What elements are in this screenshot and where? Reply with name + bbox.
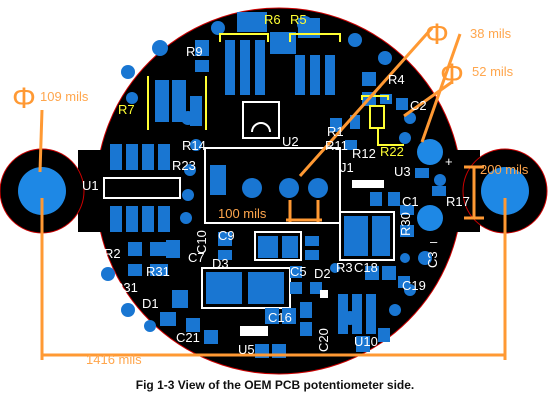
dim-hole-large: 109 mils (40, 89, 89, 104)
refdes-c10: C10 (194, 230, 209, 254)
dim-board-width: 1416 mils (86, 352, 142, 367)
refdes-u2: U2 (282, 134, 299, 149)
refdes-c5: C5 (290, 264, 307, 279)
refdes-j1: J1 (340, 160, 354, 175)
u2-outline (242, 101, 280, 139)
mount-hole-left (18, 167, 66, 215)
refdes-c3: C3 (425, 251, 440, 268)
highlight-brackets (147, 33, 404, 146)
dim-mount-spacing: 200 mils (480, 162, 529, 177)
refdes-r11: R11 (325, 138, 348, 153)
refdes-r31b: R31 (114, 280, 138, 295)
refdes-u1: U1 (82, 178, 99, 193)
right-components (338, 168, 446, 352)
refdes-r23: R23 (172, 158, 196, 173)
plus-symbol: + (445, 154, 453, 169)
refdes-r1: R1 (327, 124, 344, 139)
refdes-u5: U5 (238, 342, 255, 357)
refdes-r3: R3 (336, 260, 353, 275)
dim-hole-52: 52 mils (472, 64, 514, 79)
diameter-symbol-38: Φ (425, 18, 449, 51)
refdes-c9: C9 (218, 228, 235, 243)
refdes-c7: C7 (188, 250, 205, 265)
refdes-r22: R22 (380, 144, 404, 159)
refdes-d2: D2 (314, 266, 331, 281)
refdes-r6: R6 (264, 12, 281, 27)
refdes-r17: R17 (446, 194, 470, 209)
refdes-r2: R2 (104, 246, 121, 261)
figure-caption: Fig 1-3 View of the OEM PCB potentiomete… (135, 378, 415, 392)
refdes-r7: R7 (118, 102, 135, 117)
refdes-r30: R30 (398, 212, 413, 236)
left-components (128, 240, 218, 344)
refdes-c2: C2 (410, 98, 427, 113)
refdes-r4: R4 (388, 72, 405, 87)
refdes-c1: C1 (402, 194, 419, 209)
potentiometer-footprint (204, 147, 341, 224)
hole-negative (417, 205, 443, 231)
refdes-c21: C21 (176, 330, 200, 345)
dim-hole-38: 38 mils (470, 26, 512, 41)
refdes-c18: C18 (354, 260, 378, 275)
dimension-lines (38, 27, 507, 360)
refdes-r9: R9 (186, 44, 203, 59)
hole-positive (417, 139, 443, 165)
refdes-u10: U10 (354, 334, 378, 349)
refdes-u3: U3 (394, 164, 411, 179)
refdes-labels: R6 R5 R9 R7 R4 R14 U2 R1 R11 R12 R22 C2 … (82, 12, 470, 357)
refdes-c19: C19 (402, 278, 426, 293)
mount-hole-right (481, 167, 529, 215)
refdes-r12: R12 (352, 146, 376, 161)
resistor-bank-top (155, 12, 408, 150)
refdes-c20: C20 (316, 328, 331, 352)
refdes-r5: R5 (290, 12, 307, 27)
refdes-r31: R31 (146, 264, 170, 279)
refdes-r14: R14 (182, 138, 206, 153)
u1-ic (103, 144, 181, 232)
refdes-d3: D3 (212, 256, 229, 271)
refdes-d1: D1 (142, 296, 159, 311)
refdes-c16: C16 (268, 310, 292, 325)
diameter-symbol-large: Φ (12, 82, 36, 115)
diameter-symbol-52: Φ (440, 58, 464, 91)
dim-pin-spacing: 100 mils (218, 206, 267, 221)
centre-components (201, 231, 328, 358)
minus-symbol: – (430, 234, 438, 249)
